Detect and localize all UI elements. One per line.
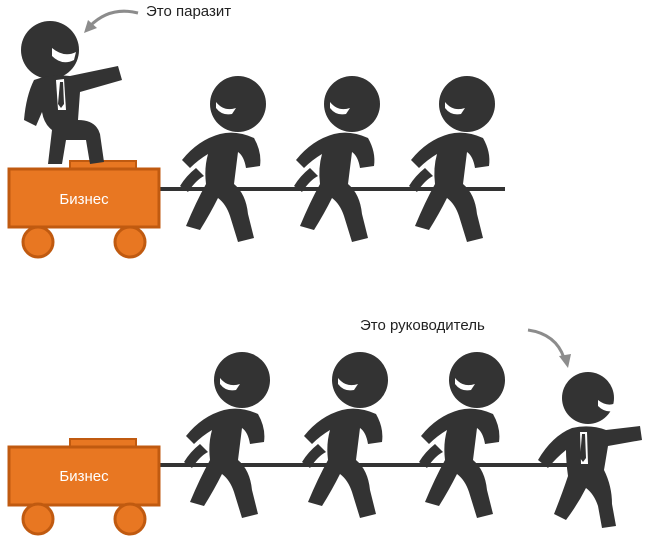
business-cart: Бизнес <box>7 438 161 536</box>
business-cart: Бизнес <box>7 160 161 259</box>
worker-figure <box>409 76 495 242</box>
cart-label: Бизнес <box>59 191 109 208</box>
cart-wheel <box>113 225 147 259</box>
worker-figure <box>419 352 505 518</box>
cart-wheel <box>113 502 147 536</box>
cart-wheel <box>21 502 55 536</box>
leader-figure <box>538 372 642 528</box>
worker-figure <box>180 76 266 242</box>
worker-figure <box>184 352 270 518</box>
worker-figure <box>294 76 380 242</box>
worker-figure <box>302 352 388 518</box>
top-scene: Бизнес Это паразит <box>7 3 505 259</box>
pointer-arrow <box>527 328 566 359</box>
cart-wheel <box>21 225 55 259</box>
parasite-annotation: Это паразит <box>146 3 231 20</box>
pointer-arrow <box>88 9 139 28</box>
cart-label: Бизнес <box>59 468 109 485</box>
leader-annotation: Это руководитель <box>360 317 485 334</box>
parasite-figure <box>21 21 122 164</box>
bottom-scene: Бизнес Это руководитель <box>7 317 642 536</box>
